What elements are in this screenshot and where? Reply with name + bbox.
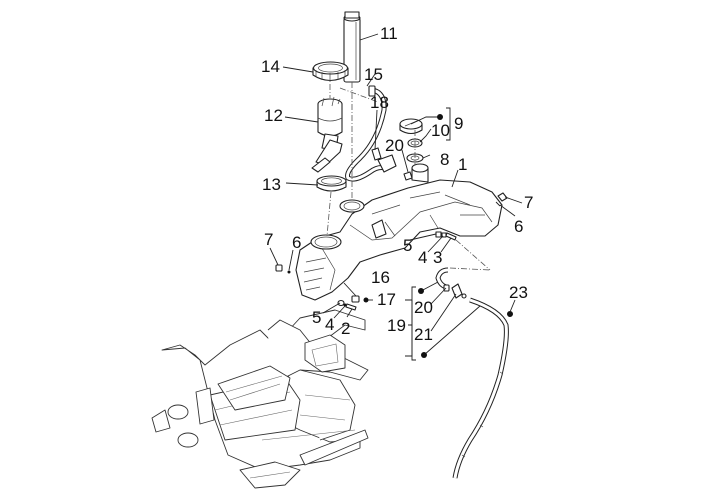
callout-10: 10	[431, 121, 450, 140]
assembly-axes	[326, 82, 491, 271]
callout-6-right: 6	[514, 217, 523, 236]
kit-marker-19-bottom	[421, 352, 427, 358]
clip-nut-left	[275, 264, 283, 272]
callout-1: 1	[458, 155, 467, 174]
callout-16: 16	[371, 268, 390, 287]
pipe-clip	[371, 147, 382, 161]
callout-20-upper: 20	[385, 136, 404, 155]
callout-4-lower: 4	[325, 315, 334, 334]
screw-right	[495, 201, 501, 207]
callout-19: 19	[387, 316, 406, 335]
bracket-19	[411, 286, 416, 361]
kit-marker-19-top	[418, 288, 424, 294]
callout-12: 12	[264, 106, 283, 125]
callout-2: 2	[341, 319, 350, 338]
screw-left	[287, 270, 291, 274]
valve	[451, 283, 467, 299]
ring-nut	[312, 61, 349, 82]
callout-17: 17	[377, 290, 396, 309]
leader-lines	[269, 33, 523, 357]
callout-labels: 11 14 15 12 18 9 10 20 8 1 13 7 6 7 6 5 …	[261, 24, 533, 344]
hose-clamp-lower	[443, 284, 450, 292]
callout-11: 11	[380, 24, 398, 43]
callout-20-lower: 20	[414, 298, 433, 317]
bracket-9	[446, 107, 451, 141]
breather-hose	[435, 267, 509, 479]
callout-7-right: 7	[524, 193, 533, 212]
callout-7-left: 7	[264, 230, 273, 249]
callout-14: 14	[261, 57, 280, 76]
fuel-tank	[295, 163, 503, 301]
callout-21: 21	[414, 325, 433, 344]
fuel-cap	[399, 118, 423, 135]
callout-5-lower: 5	[312, 308, 321, 327]
callout-15: 15	[364, 65, 383, 84]
callout-3: 3	[433, 248, 442, 267]
fuel-level-sensor	[343, 11, 361, 83]
scooter-frame	[151, 309, 369, 489]
hose-clamp-upper	[403, 171, 413, 181]
rubber-pad	[351, 295, 360, 303]
nut	[363, 297, 369, 303]
callout-18: 18	[370, 93, 389, 112]
callout-5-upper: 5	[403, 236, 412, 255]
fuel-pump	[311, 96, 343, 173]
callout-13: 13	[262, 175, 281, 194]
callout-9: 9	[454, 114, 463, 133]
callout-4-upper: 4	[418, 248, 427, 267]
callout-23: 23	[509, 283, 528, 302]
clip	[507, 311, 513, 317]
spacer-washer-screw-upper	[435, 231, 457, 241]
fuel-pipe	[345, 85, 397, 182]
pump-seal	[316, 175, 347, 192]
callout-8: 8	[440, 150, 449, 169]
callout-6-left: 6	[292, 233, 301, 252]
kit-marker-9	[437, 114, 443, 120]
spacer-washer-screw-lower	[337, 299, 357, 311]
